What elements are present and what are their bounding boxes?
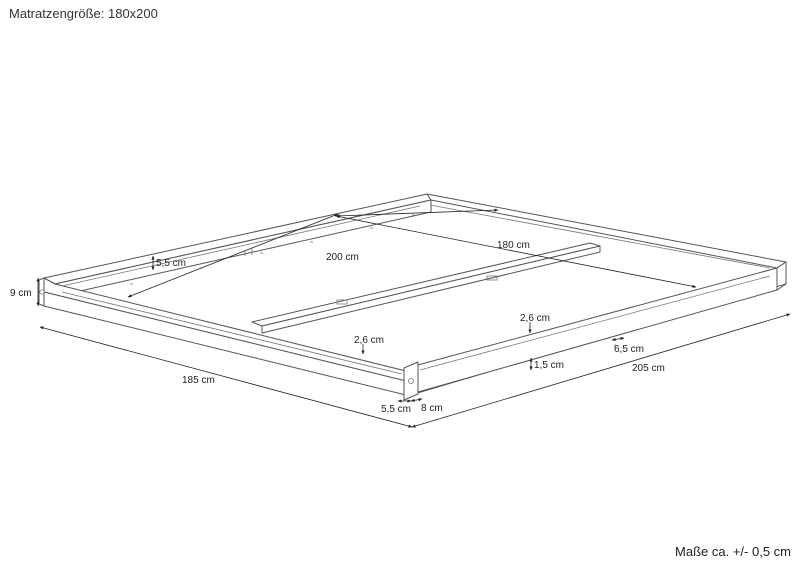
label-length-inner: 200 cm: [326, 252, 359, 263]
label-ledge-height: 1,5 cm: [534, 360, 564, 371]
bed-frame: [38, 193, 787, 401]
page-title: Matratzengröße: 180x200: [9, 6, 158, 21]
corner-bolt: [408, 378, 414, 384]
label-rail-ledge: 5,5 cm: [156, 258, 186, 269]
back-rail: [43, 193, 432, 285]
head-corner-bolt: [39, 289, 45, 295]
label-slat-depth-left: 2,6 cm: [354, 335, 384, 346]
label-width-inner: 180 cm: [497, 240, 530, 251]
label-width-outer: 185 cm: [182, 375, 215, 386]
right-rail: [426, 193, 787, 269]
label-length-outer: 205 cm: [632, 363, 665, 374]
dimension-lines: [36, 208, 791, 428]
left-rail: [43, 277, 411, 383]
label-slat-depth-right: 2,6 cm: [520, 313, 550, 324]
dimension-labels: 9 cm 185 cm 205 cm 200 cm 180 cm 5,5 cm …: [10, 240, 665, 415]
tolerance-note: Maße ca. +/- 0,5 cm: [675, 544, 791, 559]
front-rail-face: [413, 267, 778, 393]
label-foot-inset: 6,5 cm: [614, 344, 644, 355]
label-foot-offset: 5,5 cm: [381, 404, 411, 415]
label-height: 9 cm: [10, 288, 32, 299]
label-foot-width: 8 cm: [421, 403, 443, 414]
